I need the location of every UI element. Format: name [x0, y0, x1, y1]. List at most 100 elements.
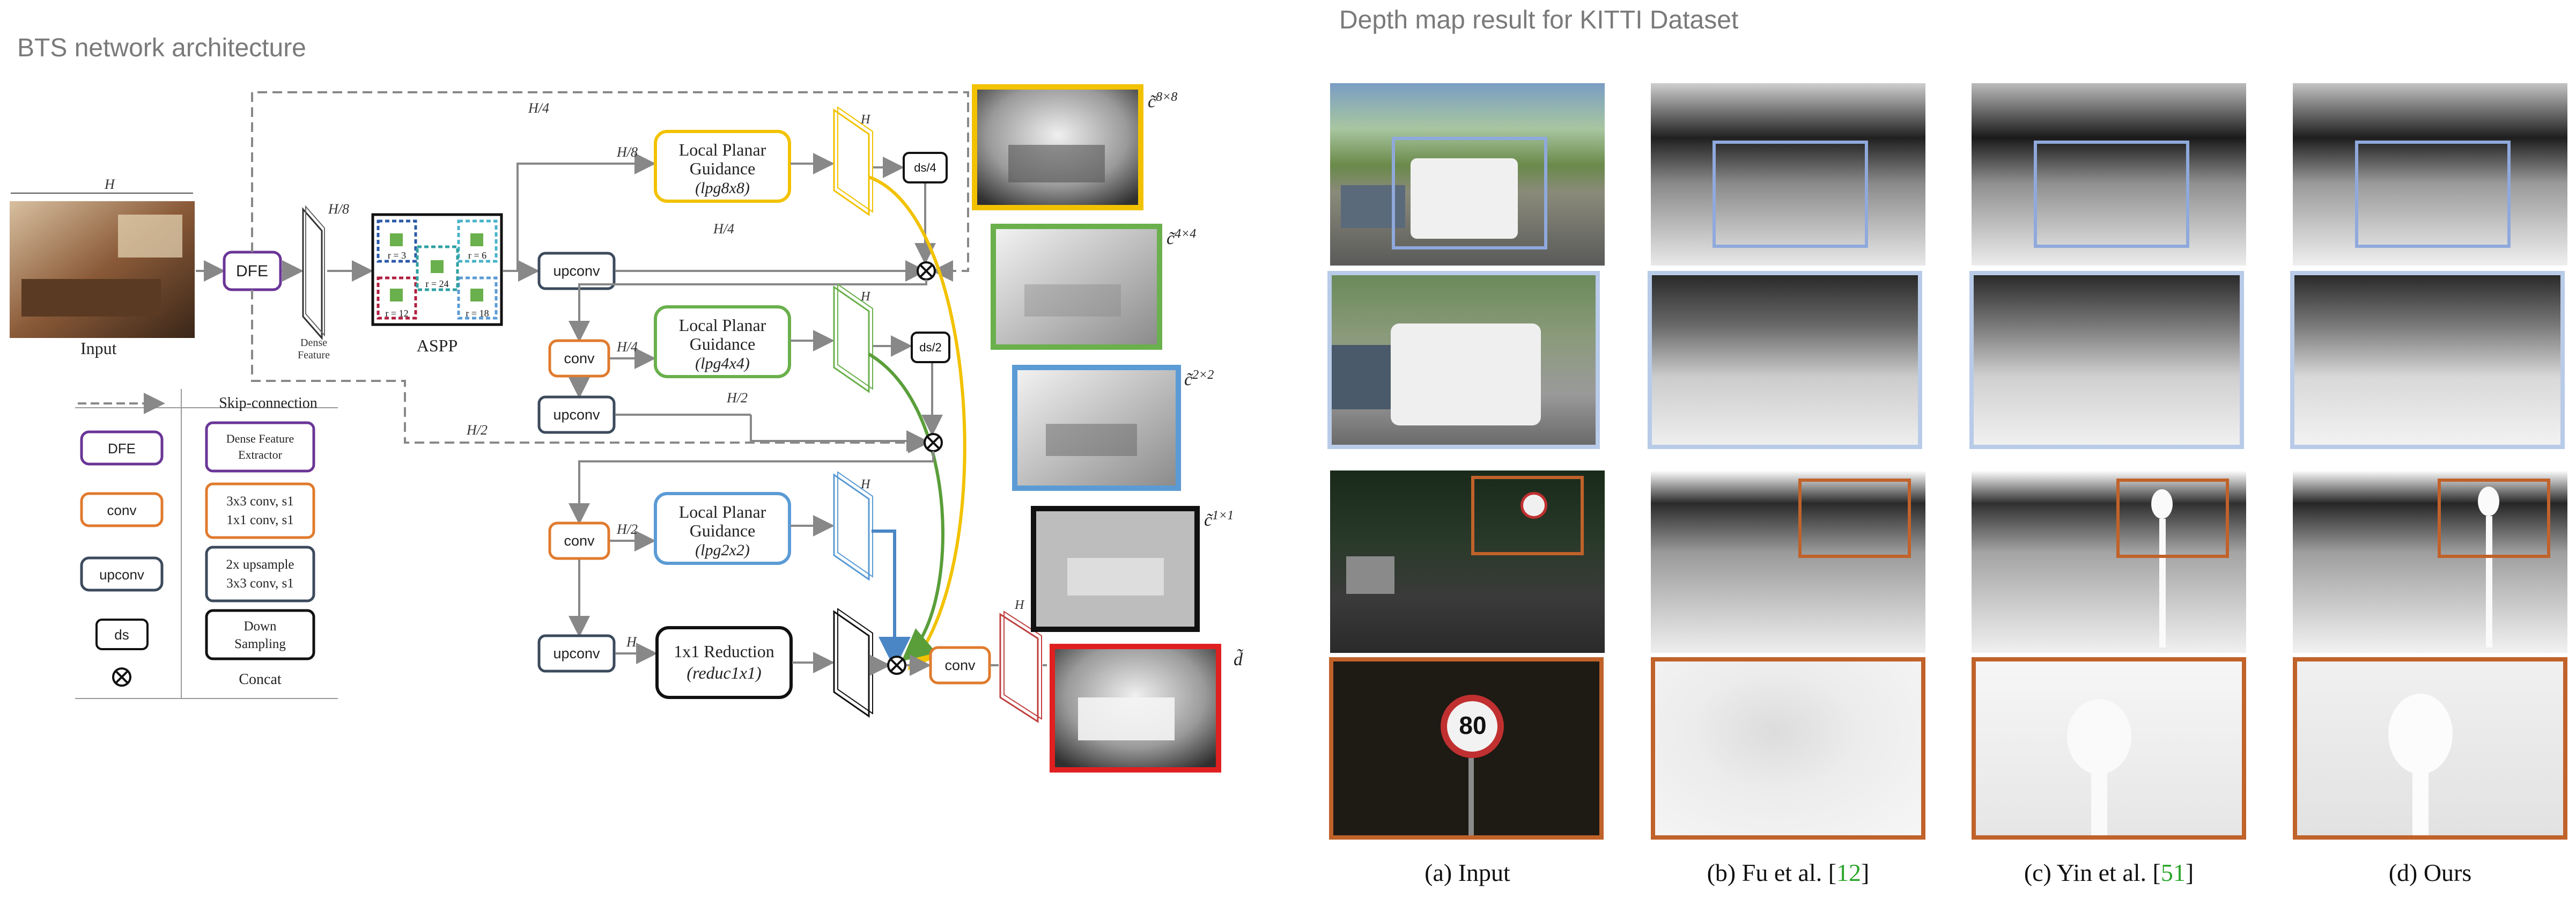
- svg-text:H: H: [626, 634, 637, 650]
- depth-crop-fu-1: [1648, 271, 1922, 449]
- svg-text:1x1 conv, s1: 1x1 conv, s1: [226, 513, 293, 527]
- caption-b: (b) Fu et al. [12]: [1707, 859, 1870, 886]
- svg-text:ds: ds: [114, 627, 129, 643]
- kitti-crop-image-1: [1327, 271, 1600, 449]
- left-panel-title: BTS network architecture: [17, 34, 306, 62]
- svg-text:Guidance: Guidance: [690, 521, 756, 540]
- dense-feature-slab: [302, 207, 323, 340]
- depth-crop-yin-1: [1969, 271, 2244, 449]
- svg-text:Local Planar: Local Planar: [679, 140, 766, 159]
- kitti-crop-image-2: 80: [1329, 657, 1604, 840]
- svg-text:r = 24: r = 24: [425, 278, 448, 289]
- svg-text:Skip-connection: Skip-connection: [219, 395, 318, 411]
- output-c4x4-image: [991, 224, 1162, 350]
- kitti-input-image-2: [1330, 470, 1605, 653]
- roi-box-blue: [2034, 141, 2189, 248]
- svg-text:(reduc1x1): (reduc1x1): [687, 663, 761, 682]
- svg-text:3x3 conv, s1: 3x3 conv, s1: [226, 494, 293, 509]
- svg-text:H: H: [1014, 598, 1025, 612]
- kitti-input-image-1: [1330, 83, 1605, 266]
- svg-text:1x1 Reduction: 1x1 Reduction: [674, 642, 774, 661]
- svg-text:r = 3: r = 3: [388, 250, 406, 261]
- svg-text:H/2: H/2: [466, 422, 488, 438]
- svg-text:DFE: DFE: [236, 262, 268, 280]
- depth-map-yin-1: [1972, 83, 2246, 266]
- conv-block: [548, 521, 610, 560]
- lpg2x2-block: [654, 492, 791, 565]
- svg-text:Guidance: Guidance: [690, 334, 756, 354]
- svg-text:Feature: Feature: [298, 349, 330, 361]
- svg-text:upconv: upconv: [553, 645, 600, 661]
- svg-text:H/2: H/2: [726, 390, 748, 406]
- svg-text:upconv: upconv: [553, 263, 600, 279]
- svg-text:ds/2: ds/2: [919, 341, 942, 354]
- svg-text:c̃2×2: c̃2×2: [1184, 368, 1214, 389]
- svg-text:H/2: H/2: [616, 521, 638, 537]
- svg-text:Concat: Concat: [239, 671, 282, 688]
- depth-map-fu-2: [1651, 470, 1925, 653]
- depth-map-yin-2: [1972, 470, 2246, 653]
- roi-box-blue: [1713, 141, 1868, 248]
- svg-text:ASPP: ASPP: [417, 336, 458, 355]
- depth-map-ours-1: [2293, 83, 2567, 266]
- svg-text:r = 18: r = 18: [466, 308, 489, 319]
- svg-text:H/8: H/8: [616, 144, 638, 160]
- svg-text:conv: conv: [564, 350, 595, 366]
- roi-box-blue: [2355, 141, 2511, 248]
- svg-text:H/4: H/4: [528, 100, 549, 116]
- svg-text:(lpg4x4): (lpg4x4): [695, 355, 750, 372]
- svg-text:Guidance: Guidance: [690, 159, 756, 178]
- reduction-block: [655, 626, 793, 699]
- depth-map-ours-2: [2293, 470, 2567, 653]
- lpg8x8-block: [654, 130, 791, 203]
- svg-text:Local Planar: Local Planar: [679, 502, 766, 521]
- right-panel-title: Depth map result for KITTI Dataset: [1339, 6, 1739, 34]
- svg-text:conv: conv: [944, 657, 976, 673]
- svg-text:c̃4×4: c̃4×4: [1167, 227, 1196, 248]
- svg-text:r = 6: r = 6: [468, 250, 486, 261]
- svg-text:H: H: [860, 290, 871, 304]
- svg-text:DFE: DFE: [108, 440, 136, 457]
- svg-text:upconv: upconv: [99, 567, 144, 583]
- caption-a: (a) Input: [1424, 859, 1510, 886]
- svg-text:H/4: H/4: [713, 221, 734, 237]
- depth-crop-ours-2: [2293, 657, 2567, 840]
- svg-text:H: H: [860, 113, 871, 127]
- input-label: Input: [80, 339, 117, 358]
- depth-crop-fu-2: [1651, 657, 1925, 840]
- legend: Skip-connection DFE Dense Feature Extrac…: [75, 389, 338, 699]
- svg-text:(lpg8x8): (lpg8x8): [695, 179, 750, 197]
- ds2-block: [911, 332, 950, 363]
- caption-d: (d) Ours: [2388, 859, 2472, 886]
- roi-box-orange: [1798, 479, 1911, 558]
- svg-text:conv: conv: [564, 533, 595, 549]
- svg-text:3x3 conv, s1: 3x3 conv, s1: [226, 576, 293, 591]
- svg-text:upconv: upconv: [553, 407, 600, 423]
- upconv-block: [537, 252, 616, 290]
- svg-text:H/4: H/4: [616, 339, 638, 355]
- svg-text:c̃8×8: c̃8×8: [1148, 90, 1177, 112]
- lpg4x4-block: [654, 305, 791, 378]
- upconv-block: [537, 634, 616, 673]
- roi-box-orange: [2438, 479, 2550, 558]
- caption-c: (c) Yin et al. [51]: [2024, 859, 2194, 886]
- svg-text:Extractor: Extractor: [238, 448, 283, 461]
- depth-crop-ours-1: [2290, 271, 2565, 449]
- input-dim-label: H: [104, 177, 115, 192]
- svg-text:Dense: Dense: [300, 337, 327, 349]
- conv-block: [548, 339, 610, 378]
- svg-text:conv: conv: [107, 502, 137, 518]
- svg-text:ds/4: ds/4: [914, 161, 936, 174]
- roi-box-blue: [1392, 137, 1547, 249]
- svg-text:H: H: [860, 477, 871, 491]
- svg-text:(lpg2x2): (lpg2x2): [695, 541, 750, 559]
- svg-text:d̃: d̃: [1234, 649, 1244, 670]
- svg-text:c̃1×1: c̃1×1: [1204, 509, 1234, 530]
- upconv-block: [537, 395, 616, 434]
- final-conv-block: [929, 646, 991, 685]
- depth-map-fu-1: [1651, 83, 1925, 266]
- depth-crop-yin-2: [1972, 657, 2246, 840]
- bts-architecture-diagram: H Input DFE H/8 Dense Feature r = 3 r = …: [10, 84, 1244, 773]
- svg-text:Local Planar: Local Planar: [679, 315, 766, 335]
- roi-box-orange: [1471, 476, 1584, 555]
